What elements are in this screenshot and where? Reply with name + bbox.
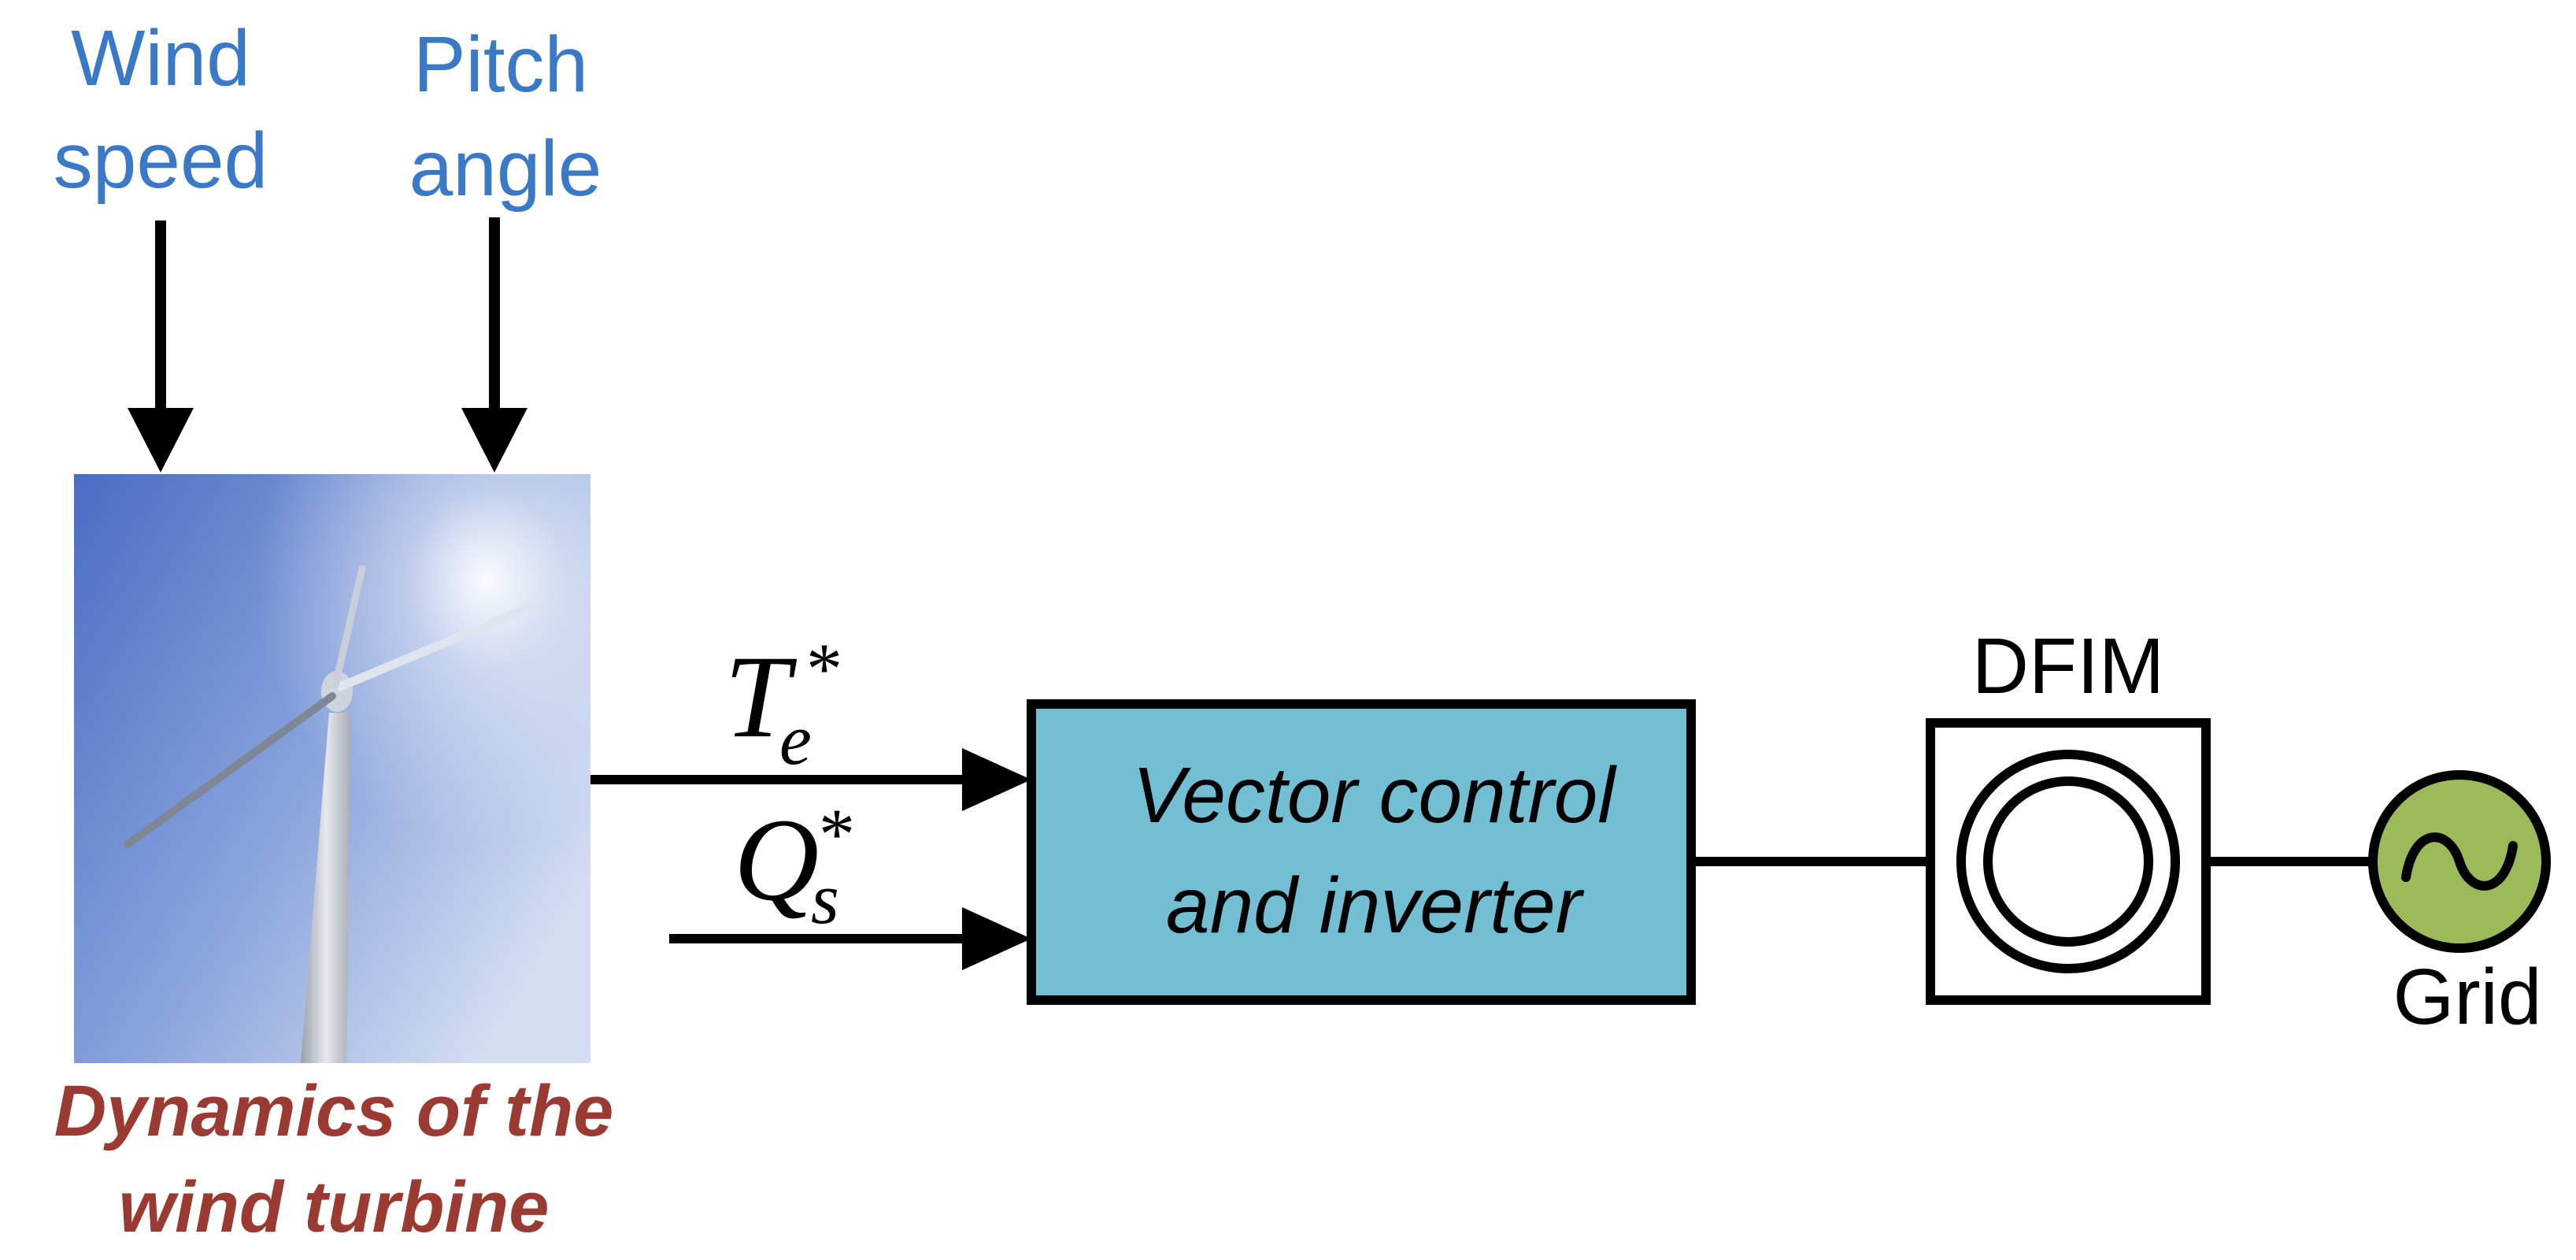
wind-speed-label-line1: Wind (71, 14, 250, 102)
reactive-power-symbol: Q (734, 795, 819, 925)
wind-turbine-image (74, 474, 590, 1063)
pitch-angle-label-line2: angle (409, 124, 602, 213)
reactive-power-superscript: * (819, 794, 855, 874)
torque-reference-arrow (590, 748, 1031, 811)
torque-symbol: T (724, 632, 798, 762)
grid-label: Grid (2393, 953, 2542, 1041)
reactive-power-subscript: s (811, 858, 839, 939)
block-label-line1: Vector control (1132, 751, 1617, 839)
grid-source (2368, 770, 2551, 953)
wind-speed-label-line2: speed (54, 117, 268, 205)
reactive-power-reference-arrow (669, 907, 1031, 970)
vector-control-inverter-block: Vector control and inverter (1027, 699, 1696, 1005)
ac-sine-icon (2401, 832, 2518, 891)
pitch-angle-arrow (461, 217, 527, 472)
torque-subscript: e (779, 699, 812, 780)
torque-reference-label: T e * (724, 628, 842, 780)
wind-speed-arrow (128, 220, 194, 472)
pitch-angle-label-line1: Pitch (413, 20, 588, 109)
block-label-line2: and inverter (1166, 862, 1585, 950)
dfim-machine (1926, 718, 2211, 1005)
turbine-caption-line1: Dynamics of the (54, 1071, 614, 1151)
turbine-caption-line2: wind turbine (119, 1167, 550, 1247)
turbine-blades (124, 565, 537, 848)
dfim-label: DFIM (1972, 622, 2164, 710)
reactive-power-reference-label: Q s * (734, 794, 855, 939)
wind-speed-label: Wind speed (54, 14, 268, 205)
pitch-angle-label: Pitch angle (409, 20, 602, 213)
turbine-caption: Dynamics of the wind turbine (54, 1071, 614, 1247)
torque-superscript: * (806, 628, 842, 709)
